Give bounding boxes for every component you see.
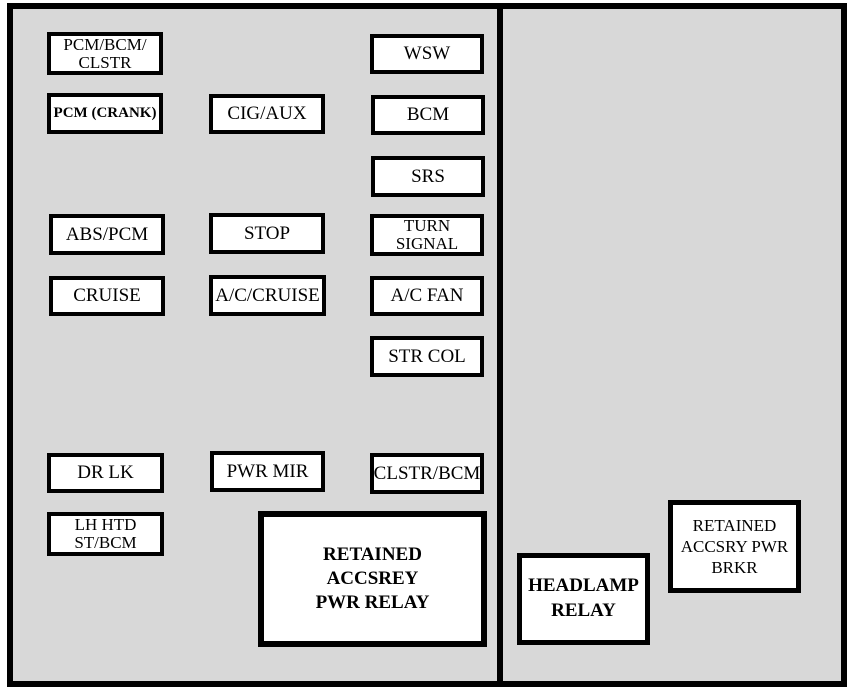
fuse-stop: STOP	[209, 213, 325, 254]
fuse-ac-cruise: A/C/CRUISE	[209, 275, 326, 316]
fuse-srs: SRS	[371, 156, 485, 197]
fuse-turn-signal: TURN SIGNAL	[370, 214, 484, 256]
compartment-divider	[497, 3, 503, 687]
relay-headlamp: HEADLAMP RELAY	[517, 553, 650, 645]
fuse-bcm: BCM	[371, 95, 485, 135]
fuse-cruise: CRUISE	[49, 276, 165, 316]
fuse-abs-pcm: ABS/PCM	[49, 214, 165, 255]
fuse-pcm-crank: PCM (CRANK)	[47, 93, 163, 134]
fuse-wsw: WSW	[370, 34, 484, 74]
relay-retained-accsrey-pwr: RETAINED ACCSREY PWR RELAY	[258, 511, 487, 647]
fuse-clstr-bcm: CLSTR/BCM	[370, 453, 484, 494]
breaker-retained-accsry-pwr: RETAINED ACCSRY PWR BRKR	[668, 500, 801, 593]
fuse-cig-aux: CIG/AUX	[209, 94, 325, 134]
fuse-dr-lk: DR LK	[47, 453, 164, 493]
fuse-pwr-mir: PWR MIR	[210, 451, 325, 492]
fuse-str-col: STR COL	[370, 336, 484, 377]
fuse-lh-htd-st-bcm: LH HTD ST/BCM	[47, 512, 164, 556]
fuse-pcm-bcm-clstr: PCM/BCM/ CLSTR	[47, 32, 163, 75]
fuse-ac-fan: A/C FAN	[370, 276, 484, 316]
